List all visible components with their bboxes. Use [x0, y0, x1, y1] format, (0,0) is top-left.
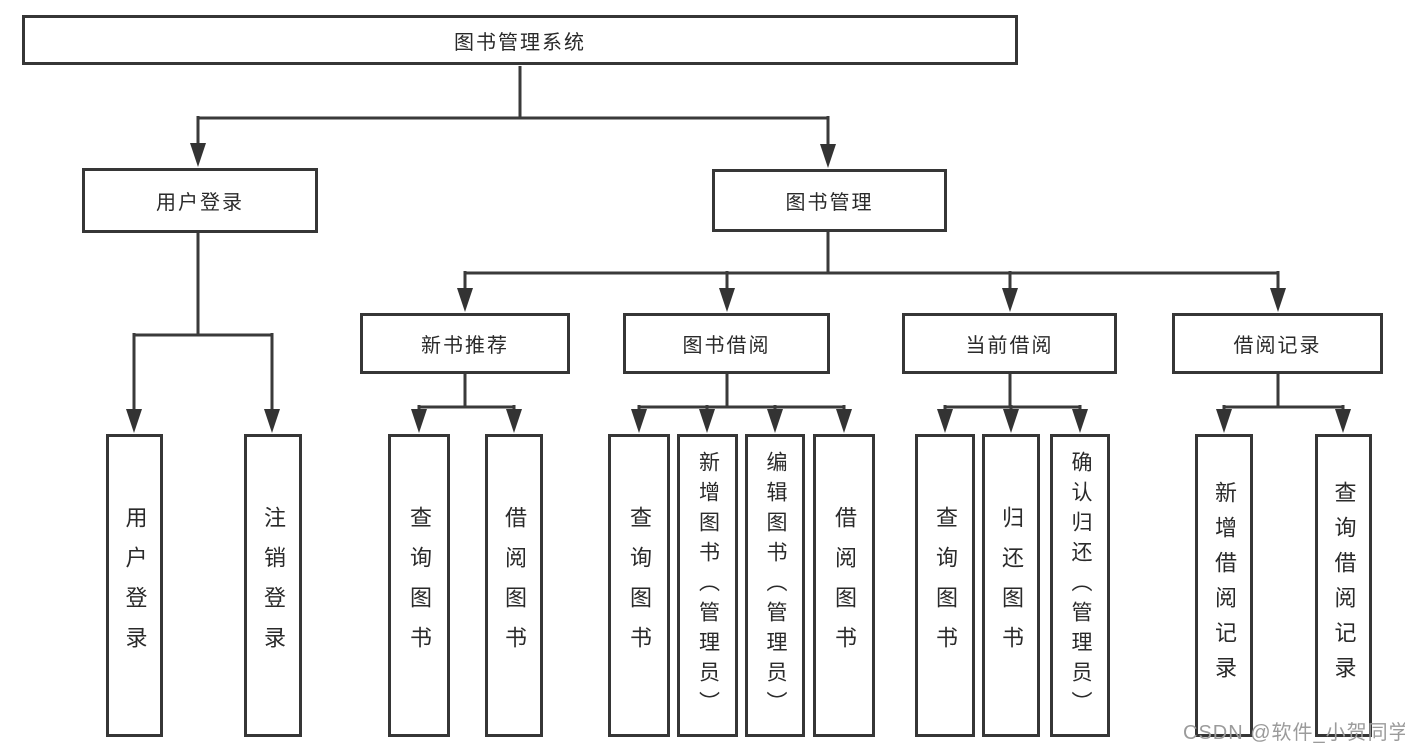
leaf-current-confirm-return-admin: 确认归还（管理员）: [1050, 434, 1110, 737]
node-label: 图书管理: [785, 192, 874, 214]
leaf-records-query-borrow-record: 查询借阅记录: [1315, 434, 1372, 737]
node-borrow-records: 借阅记录: [1172, 313, 1383, 374]
leaf-label: 新增图书（管理员）: [696, 450, 720, 721]
edge-current-to-leaves: [943, 374, 1082, 413]
leaf-label: 查询图书: [407, 505, 432, 666]
node-book-management: 图书管理: [712, 169, 947, 232]
leaf-borrow-edit-book-admin: 编辑图书（管理员）: [745, 434, 805, 737]
node-label: 图书借阅: [682, 335, 771, 357]
leaf-label: 注销登录: [261, 505, 286, 666]
node-label: 当前借阅: [965, 335, 1054, 357]
leaf-current-return-book: 归还图书: [982, 434, 1040, 737]
leaf-label: 归还图书: [999, 505, 1024, 666]
leaf-logout: 注销登录: [244, 434, 302, 737]
leaf-label: 借阅图书: [502, 505, 527, 666]
edge-root-to-level2: [196, 66, 830, 146]
leaf-label: 确认归还（管理员）: [1069, 450, 1092, 721]
leaf-recommend-borrow-book: 借阅图书: [485, 434, 543, 737]
leaf-borrow-query-book: 查询图书: [608, 434, 670, 737]
leaf-label: 用户登录: [122, 505, 148, 666]
leaf-label: 查询借阅记录: [1331, 480, 1357, 691]
edge-records-to-leaves: [1222, 374, 1345, 413]
leaf-borrow-add-book-admin: 新增图书（管理员）: [677, 434, 738, 737]
node-label: 图书管理系统: [454, 31, 586, 54]
arrowheads: [126, 143, 1351, 433]
leaf-current-query-book: 查询图书: [915, 434, 975, 737]
leaf-label: 新增借阅记录: [1212, 480, 1237, 691]
edge-borrow-to-leaves: [637, 374, 846, 413]
node-label: 新书推荐: [421, 335, 509, 357]
leaf-label: 编辑图书（管理员）: [764, 450, 787, 721]
node-book-borrowing: 图书借阅: [623, 313, 830, 374]
node-user-login: 用户登录: [82, 168, 318, 233]
leaf-label: 查询图书: [933, 505, 958, 666]
node-new-book-recommend: 新书推荐: [360, 313, 570, 374]
leaf-label: 借阅图书: [832, 505, 857, 666]
node-label: 借阅记录: [1233, 335, 1322, 357]
leaf-borrow-borrow-book: 借阅图书: [813, 434, 875, 737]
edge-mgmt-to-level3: [463, 232, 1280, 291]
leaf-recommend-query-book: 查询图书: [388, 434, 450, 737]
leaf-records-add-borrow-record: 新增借阅记录: [1195, 434, 1253, 737]
node-label: 用户登录: [156, 192, 244, 214]
node-root-system: 图书管理系统: [22, 15, 1018, 65]
leaf-label: 查询图书: [627, 505, 652, 666]
edge-login-to-leaves: [132, 233, 274, 412]
csdn-watermark: CSDN @软件_小贺同学: [1183, 722, 1405, 744]
edge-recommend-to-leaves: [417, 374, 516, 413]
node-current-borrowing: 当前借阅: [902, 313, 1117, 374]
leaf-user-login: 用户登录: [106, 434, 163, 737]
